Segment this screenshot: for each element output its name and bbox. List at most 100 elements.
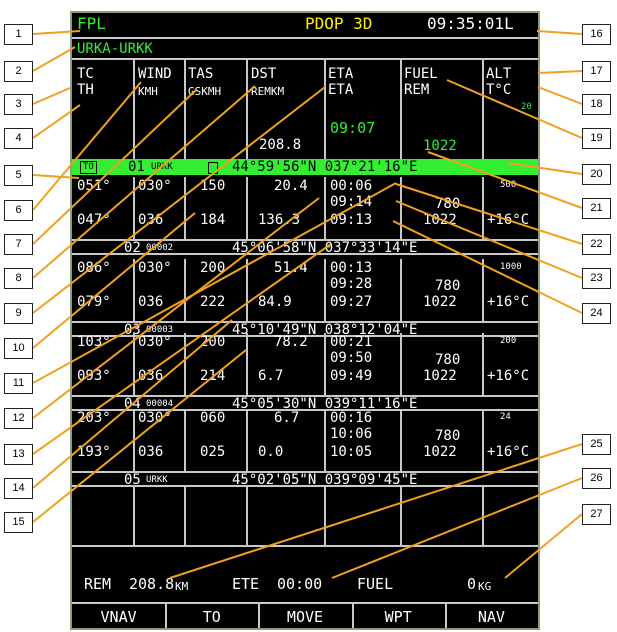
leg-temp: +16°C [487,368,530,384]
col-eta: ETA [328,66,354,82]
leg-fuel-plan: 780 [435,196,461,212]
page-title: FPL [77,14,106,33]
column-divider [400,333,402,395]
leg-tc: 203° [77,410,111,426]
leg-ete: 00:06 [330,178,373,194]
leg-eta-plan: 10:06 [330,426,373,442]
active-waypoint-row[interactable]: TO 01 URKK 44°59'56"N 037°21'16"E [72,159,538,175]
column-divider [246,409,248,471]
leg-gs: 214 [200,368,226,384]
column-divider [184,58,186,159]
softkey-vnav[interactable]: VNAV [100,608,137,626]
column-divider [133,259,135,321]
leg-dst: 20.4 [274,178,308,194]
column-divider [351,602,354,628]
callout-box: 22 [582,234,611,255]
start-alt: 20 [521,102,532,112]
col-wind: WIND [138,66,172,82]
column-divider [400,259,402,321]
leg-tc: 051° [77,178,111,194]
column-divider [400,177,402,239]
leg-tas: 200 [200,260,226,276]
leg-eta-plan: 09:14 [330,194,373,210]
callout-line [32,46,76,72]
col-temp: T°C [486,82,512,98]
column-divider [184,409,186,471]
waypoint-name: 00004 [146,399,174,409]
leg-fuel-plan: 780 [435,278,461,294]
leg-eta: 10:05 [330,444,373,460]
callout-box: 8 [4,268,33,289]
leg-tas: 150 [200,178,226,194]
col-wind-unit: KMH [138,85,158,98]
leg-fuel: 1022 [423,444,457,460]
column-divider [184,333,186,395]
col-dst: DST [251,66,277,82]
leg-tc: 103° [77,334,111,350]
leg-ete: 00:21 [330,334,373,350]
fpl-display: FPL PDOP 3D 09:35:01L URKA-URKK TC TH WI… [70,11,540,630]
leg-eta-plan: 09:50 [330,350,373,366]
leg-fuel-plan: 780 [435,428,461,444]
callout-line [537,86,583,105]
callout-box: 4 [4,128,33,149]
callout-box: 7 [4,234,33,255]
leg-dst: 78.2 [274,334,308,350]
column-divider [324,485,326,545]
fuel-label: FUEL [357,575,394,593]
lock-icon [208,162,218,174]
leg-eta: 09:27 [330,294,373,310]
callout-box: 15 [4,512,33,533]
column-divider [324,409,326,471]
callout-box: 16 [582,24,611,45]
leg-gs: 025 [200,444,226,460]
divider [72,58,538,60]
callout-box: 19 [582,128,611,149]
softkey-to[interactable]: TO [202,608,221,626]
column-divider [482,259,484,321]
start-dst: 208.8 [259,137,302,153]
column-divider [324,177,326,239]
column-divider [400,409,402,471]
leg-temp: +16°C [487,444,530,460]
leg-dst: 6.7 [274,410,300,426]
clock: 09:35:01L [427,14,514,33]
softkey-wpt[interactable]: WPT [384,608,412,626]
softkey-move[interactable]: MOVE [286,608,324,626]
divider [72,545,538,547]
leg-ete: 00:16 [330,410,373,426]
column-divider [444,602,447,628]
rem-value: 208.8 [129,575,175,593]
callout-box: 11 [4,373,33,394]
column-divider [133,177,135,239]
leg-temp: +16°C [487,294,530,310]
leg-wind-spd: 036 [138,444,164,460]
leg-rem: 84.9 [258,294,292,310]
column-divider [133,485,135,545]
leg-rem: 6.7 [258,368,284,384]
callout-line [536,30,583,35]
callout-box: 9 [4,303,33,324]
waypoint-name: 00002 [146,243,174,253]
callout-box: 27 [582,504,611,525]
leg-wind-spd: 036 [138,212,164,228]
leg-wind-dir: 030° [138,410,172,426]
softkey-nav[interactable]: NAV [477,608,505,626]
leg-fuel: 1022 [423,212,457,228]
leg-wind-dir: 030° [138,260,172,276]
column-divider [246,177,248,239]
callout-box: 25 [582,434,611,455]
column-divider [400,485,402,545]
leg-th: 079° [77,294,111,310]
leg-wind-spd: 036 [138,368,164,384]
column-divider [324,259,326,321]
callout-box: 21 [582,198,611,219]
callout-box: 18 [582,94,611,115]
column-divider [184,177,186,239]
column-divider [258,602,261,628]
column-divider [482,58,484,159]
pdop-status: PDOP 3D [305,14,373,33]
column-divider [482,409,484,471]
divider [72,485,538,487]
callout-box: 23 [582,268,611,289]
